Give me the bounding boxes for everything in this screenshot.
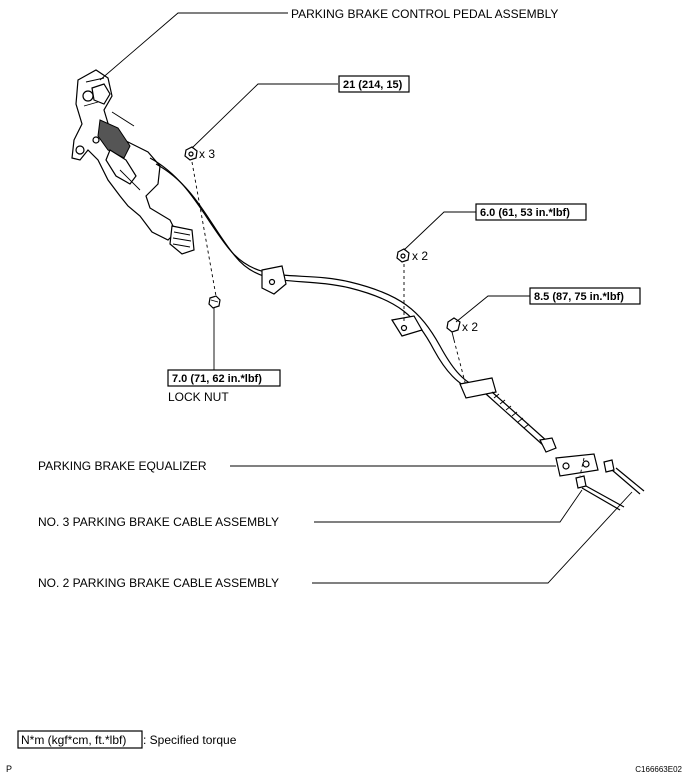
hex-nut-icon [396,248,410,263]
lock-nut-label: LOCK NUT [168,390,229,404]
legend-unit-text: N*m (kgf*cm, ft.*lbf) [21,733,126,747]
front-cable-drawing [149,157,599,477]
pedal-assembly-label: PARKING BRAKE CONTROL PEDAL ASSEMBLY [291,7,558,21]
torque-box-21 [338,75,410,93]
bolt-icon [446,317,461,341]
equalizer-icon [555,453,599,477]
torque-value-70: 7.0 (71, 62 in.*lbf) [172,373,262,385]
legend-unit-box [17,730,143,749]
torque-value-60: 6.0 (61, 53 in.*lbf) [480,207,570,219]
install-guide-lines [191,161,585,477]
no2-cable-label: NO. 2 PARKING BRAKE CABLE ASSEMBLY [38,576,279,590]
torque-box-60 [475,203,587,221]
figure-code: C166663E02 [635,765,682,774]
hex-nut-icon [184,146,198,161]
torque-box-85 [529,287,641,305]
pedal-assembly-drawing [71,69,221,309]
equalizer-label: PARKING BRAKE EQUALIZER [38,459,207,473]
leader-lines [99,12,633,584]
legend-description: : Specified torque [143,733,237,747]
qty-x2-label-a: x 2 [412,249,428,263]
footer-mark: P [6,764,12,774]
torque-box-70 [167,369,281,387]
torque-value-21: 21 (214, 15) [343,79,403,91]
qty-x3-label: x 3 [199,147,215,161]
no3-cable-label: NO. 3 PARKING BRAKE CABLE ASSEMBLY [38,515,279,529]
qty-x2-label-b: x 2 [462,320,478,334]
lock-nut-icon [208,295,221,309]
rear-cables-drawing [575,459,645,511]
torque-value-85: 8.5 (87, 75 in.*lbf) [534,291,624,303]
